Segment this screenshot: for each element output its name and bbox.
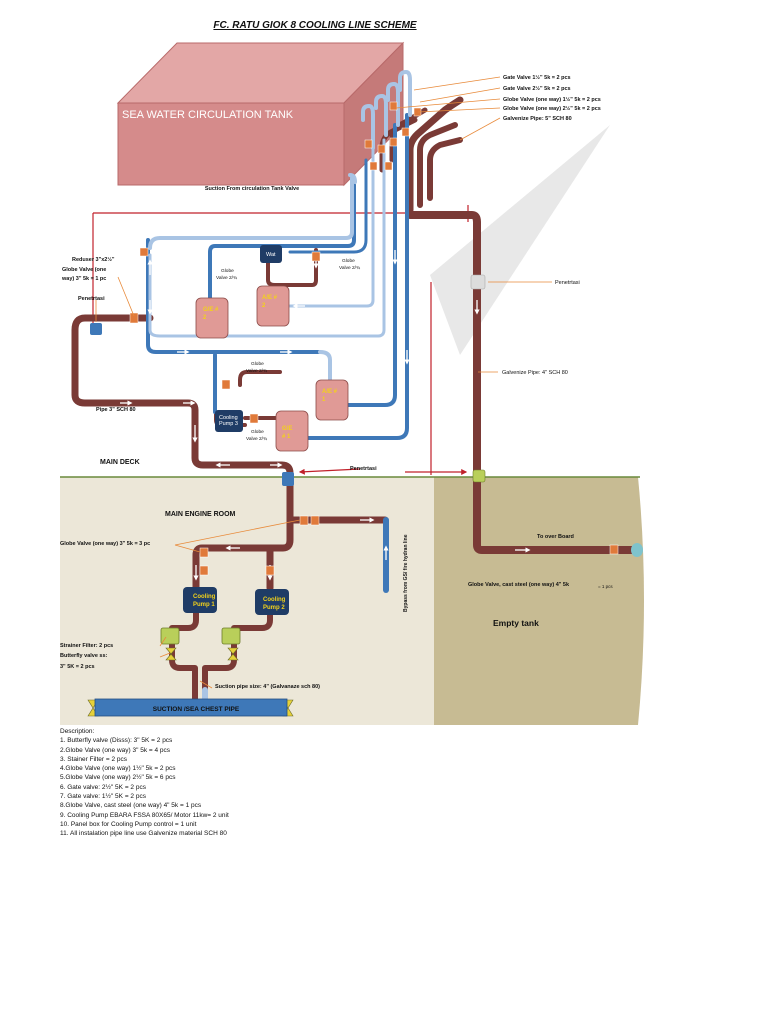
suction-tank-valve-label: Suction From circulation Tank Valve	[205, 186, 299, 192]
cooling-pump-3	[215, 410, 243, 432]
ge2-label: G/E #2	[203, 307, 219, 321]
description-block: Description: 1. Butterfly valve (Disss):…	[60, 727, 480, 839]
pipe-3-callout: Pipe 3" SCH 80	[96, 407, 136, 413]
light-blue-pipes	[148, 70, 412, 703]
overboard-outlet	[631, 543, 643, 557]
description-item: 9. Cooling Pump EBARA FSSA 80X65/ Motor …	[60, 811, 229, 819]
ge1-engine	[275, 410, 309, 452]
penetration-box-right	[470, 274, 486, 290]
ae2-label: A/E #2	[262, 295, 278, 309]
top-pump-label: Wat	[266, 252, 276, 258]
strainer-callout: Strainer Filter: 2 pcs	[60, 643, 113, 649]
perspective-wedge	[430, 125, 610, 355]
penetrasi-left-callout: Penetrtasi	[78, 296, 105, 302]
description-item: 8.Globe Valve, cast steel (one way) 4" 5…	[60, 802, 202, 810]
hull-curve	[434, 477, 644, 725]
sea-chest-pipe: SUCTION /SEA CHEST PIPE	[94, 698, 288, 717]
description-item: 11. All instalation pipe line use Galven…	[60, 830, 227, 838]
suction-pipe-callout: Suction pipe size: 4" (Galvanaze sch 80)	[215, 684, 320, 690]
bypass-callout: Bypass from GS/ fire hydran line	[403, 534, 409, 612]
description-item: 4.Globe Valve (one way) 1½" 5k = 2 pcs	[60, 765, 176, 773]
to-overboard-callout: To over Board	[537, 534, 574, 540]
globe-valve-1-callout: Globe Valve (one way) 1½" 5k = 2 pcs	[503, 96, 601, 103]
ae1-engine	[315, 379, 349, 421]
butterfly-qty-callout: 3" 5K = 2 pcs	[60, 664, 95, 670]
blue-pipes	[146, 113, 409, 593]
description-item: 2.Globe Valve (one way) 3" 5k = 4 pcs	[60, 746, 171, 754]
description-item: 7. Gate valve: 1½" 5K = 2 pcs	[60, 793, 146, 801]
reduser-callout: Reduser 3"x2½"	[72, 256, 115, 263]
penetration-box-left	[90, 323, 102, 335]
globe-valve-2-callout: Globe Valve (one way) 2½" 5k = 2 pcs	[503, 105, 601, 112]
ge1-label: G/E# 1	[282, 426, 292, 440]
penetration-box-engine	[282, 472, 294, 486]
penetration-box-deck	[472, 469, 486, 483]
sea-chest-label: SUCTION /SEA CHEST PIPE	[153, 706, 240, 713]
valves	[129, 101, 619, 576]
gate-valve-2-callout: Gate Valve 2½" 5k = 2 pcs	[503, 85, 571, 92]
cooling-pump-2	[255, 589, 289, 615]
tank-label: SEA WATER CIRCULATION TANK	[122, 109, 294, 121]
description-item: 3. Stainer Filter = 2 pcs	[60, 755, 128, 763]
sea-water-tank: SEA WATER CIRCULATION TANK	[116, 41, 405, 187]
galvanize-pipe-5-callout: Galvenize Pipe: 5" SCH 80	[503, 116, 572, 122]
strainer-filter-1	[160, 627, 180, 645]
globe-cast-callout: Globe Valve, cast steel (one way) 4" 5k	[468, 582, 570, 588]
callout-texts: Gate Valve 1½" 5k = 2 pcs Gate Valve 2½"…	[60, 74, 613, 690]
top-pump	[260, 245, 282, 263]
description-item: 6. Gate valve: 2½" 5K = 2 pcs	[60, 783, 146, 791]
diagram-title: FC. RATU GIOK 8 COOLING LINE SCHEME	[213, 20, 416, 31]
penetrasi-right-callout: Penetrtasi	[555, 280, 580, 286]
cooling-pump-1	[183, 587, 217, 613]
ae1-label: A/E #1	[322, 389, 338, 403]
strainer-filter-2	[221, 627, 241, 645]
engine-room-label: MAIN ENGINE ROOM	[165, 511, 236, 518]
penetrasi-deck-callout: Penetrtasi	[350, 466, 377, 472]
callout-lines	[95, 76, 552, 689]
galvanize-pipe-4-callout: Galvenize Pipe: 4" SCH 80	[502, 370, 568, 376]
empty-tank-label: Empty tank	[493, 618, 539, 628]
globe-cast-qty-callout: = 1 pcs	[598, 584, 613, 589]
main-deck-label: MAIN DECK	[100, 459, 140, 466]
description-item: 1. Butterfly valve (Disss): 3" 5K = 2 pc…	[60, 737, 173, 745]
description-item: 5.Globe Valve (one way) 2½" 5k = 6 pcs	[60, 774, 176, 782]
butterfly-callout: Butterfly valve ss:	[60, 653, 108, 659]
globe-valve-3-callout: Globe Valve (one way) 3" 5k = 3 pc	[60, 541, 150, 547]
description-heading: Description:	[60, 728, 95, 735]
ge2-engine	[195, 297, 229, 339]
gate-valve-1-callout: Gate Valve 1½" 5k = 2 pcs	[503, 74, 571, 81]
ae2-engine	[256, 285, 290, 327]
description-item: 10. Panel box for Cooling Pump control =…	[60, 820, 197, 828]
